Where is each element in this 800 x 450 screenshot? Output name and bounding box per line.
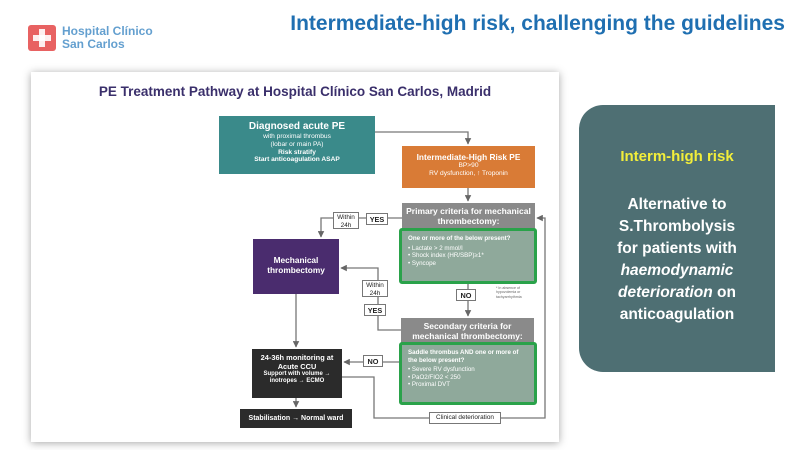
secondary-criteria-list: Severe RV dysfunction PaO2/FIO2 < 250 Pr… xyxy=(408,366,528,389)
ccu-monitoring-box: 24-36h monitoring at Acute CCU Support w… xyxy=(252,349,342,398)
primary-criteria-list: Lactate > 2 mmol/l Shock index (HR/SBP)≥… xyxy=(408,245,528,268)
no-label-primary: NO xyxy=(456,289,476,301)
panel-line-6: anticoagulation xyxy=(619,306,735,323)
primary-criteria-intro: One or more of the below present? xyxy=(408,235,511,242)
panel-header: Interm-high risk xyxy=(620,148,734,165)
secondary-criteria-intro: Saddle thrombus AND one or more of the b… xyxy=(408,349,519,364)
secondary-criteria-item: PaO2/FIO2 < 250 xyxy=(408,374,528,382)
ccu-monitoring-line-1: Support with volume → xyxy=(263,371,331,378)
ccu-monitoring-line-2: inotropes → ECMO xyxy=(269,378,325,385)
secondary-criteria-item: Proximal DVT xyxy=(408,381,528,389)
panel-line-5-italic: deterioration xyxy=(618,284,713,301)
primary-criteria-item: Shock index (HR/SBP)≥1* xyxy=(408,252,528,260)
connector-diagnosed-to-ihr xyxy=(375,131,472,145)
logo-line-1: Hospital Clínico xyxy=(62,24,153,38)
connector-secondary-yes xyxy=(340,264,401,331)
panel-line-2: S.Thrombolysis xyxy=(618,218,736,235)
secondary-criteria-box: Saddle thrombus AND one or more of the b… xyxy=(399,342,537,405)
flowchart-title: PE Treatment Pathway at Hospital Clínico… xyxy=(98,84,492,99)
diagnosed-pe-box: Diagnosed acute PE with proximal thrombu… xyxy=(219,116,375,174)
no-label-secondary: NO xyxy=(363,355,383,367)
panel-line-4: haemodynamic xyxy=(620,262,734,279)
primary-criteria-header: Primary criteria for mechanical thrombec… xyxy=(402,203,535,229)
stabilisation-box: Stabilisation → Normal ward xyxy=(240,409,352,428)
within-24h-label-primary: Within 24h xyxy=(333,212,359,229)
diagnosed-pe-bold-1: Risk stratify xyxy=(278,148,316,156)
primary-criteria-box: One or more of the below present? Lactat… xyxy=(399,228,537,284)
secondary-criteria-header: Secondary criteria for mechanical thromb… xyxy=(401,318,534,343)
flowchart-document: PE Treatment Pathway at Hospital Clínico… xyxy=(31,72,559,442)
primary-criteria-item: Syncope xyxy=(408,260,528,268)
interm-high-risk-panel: Interm-high risk Alternative to S.Thromb… xyxy=(579,105,775,372)
clinical-deterioration-label: Clinical deterioration xyxy=(429,412,501,424)
within-24h-label-secondary: Within 24h xyxy=(362,280,388,297)
panel-body: Alternative to S.Thrombolysis for patien… xyxy=(591,194,763,326)
panel-line-3: for patients with xyxy=(617,240,737,257)
primary-criteria-item: Lactate > 2 mmol/l xyxy=(408,245,528,253)
diagnosed-pe-line-2: (lobar or main PA) xyxy=(270,140,324,148)
yes-label-primary: YES xyxy=(366,213,388,225)
diagnosed-pe-bold-2: Start anticoagulation ASAP xyxy=(254,156,340,164)
panel-line-1: Alternative to xyxy=(627,196,727,213)
ihr-line-2: RV dysfunction, ↑ Troponin xyxy=(429,169,508,177)
intermediate-high-risk-box: Intermediate-High Risk PE BP>90 RV dysfu… xyxy=(402,146,535,188)
hospital-cross-logo-icon xyxy=(28,25,56,51)
yes-label-secondary: YES xyxy=(364,304,386,316)
mechanical-thrombectomy-title: Mechanical thrombectomy xyxy=(267,255,325,275)
slide-title: Intermediate-high risk, challenging the … xyxy=(290,12,785,35)
logo-line-2: San Carlos xyxy=(62,37,125,51)
ccu-monitoring-title: 24-36h monitoring at Acute CCU xyxy=(260,353,334,371)
hospital-logo: Hospital Clínico San Carlos xyxy=(28,22,158,54)
ihr-title: Intermediate-High Risk PE xyxy=(416,152,521,162)
diagnosed-pe-title: Diagnosed acute PE xyxy=(248,121,346,132)
ihr-line-1: BP>90 xyxy=(458,162,479,169)
mechanical-thrombectomy-box: Mechanical thrombectomy xyxy=(253,239,339,294)
panel-line-5-rest: on xyxy=(712,284,736,301)
diagnosed-pe-line-1: with proximal thrombus xyxy=(263,133,331,140)
secondary-criteria-item: Severe RV dysfunction xyxy=(408,366,528,374)
shock-index-footnote: * In absence of hypovolemia or tachyarrh… xyxy=(496,286,522,299)
